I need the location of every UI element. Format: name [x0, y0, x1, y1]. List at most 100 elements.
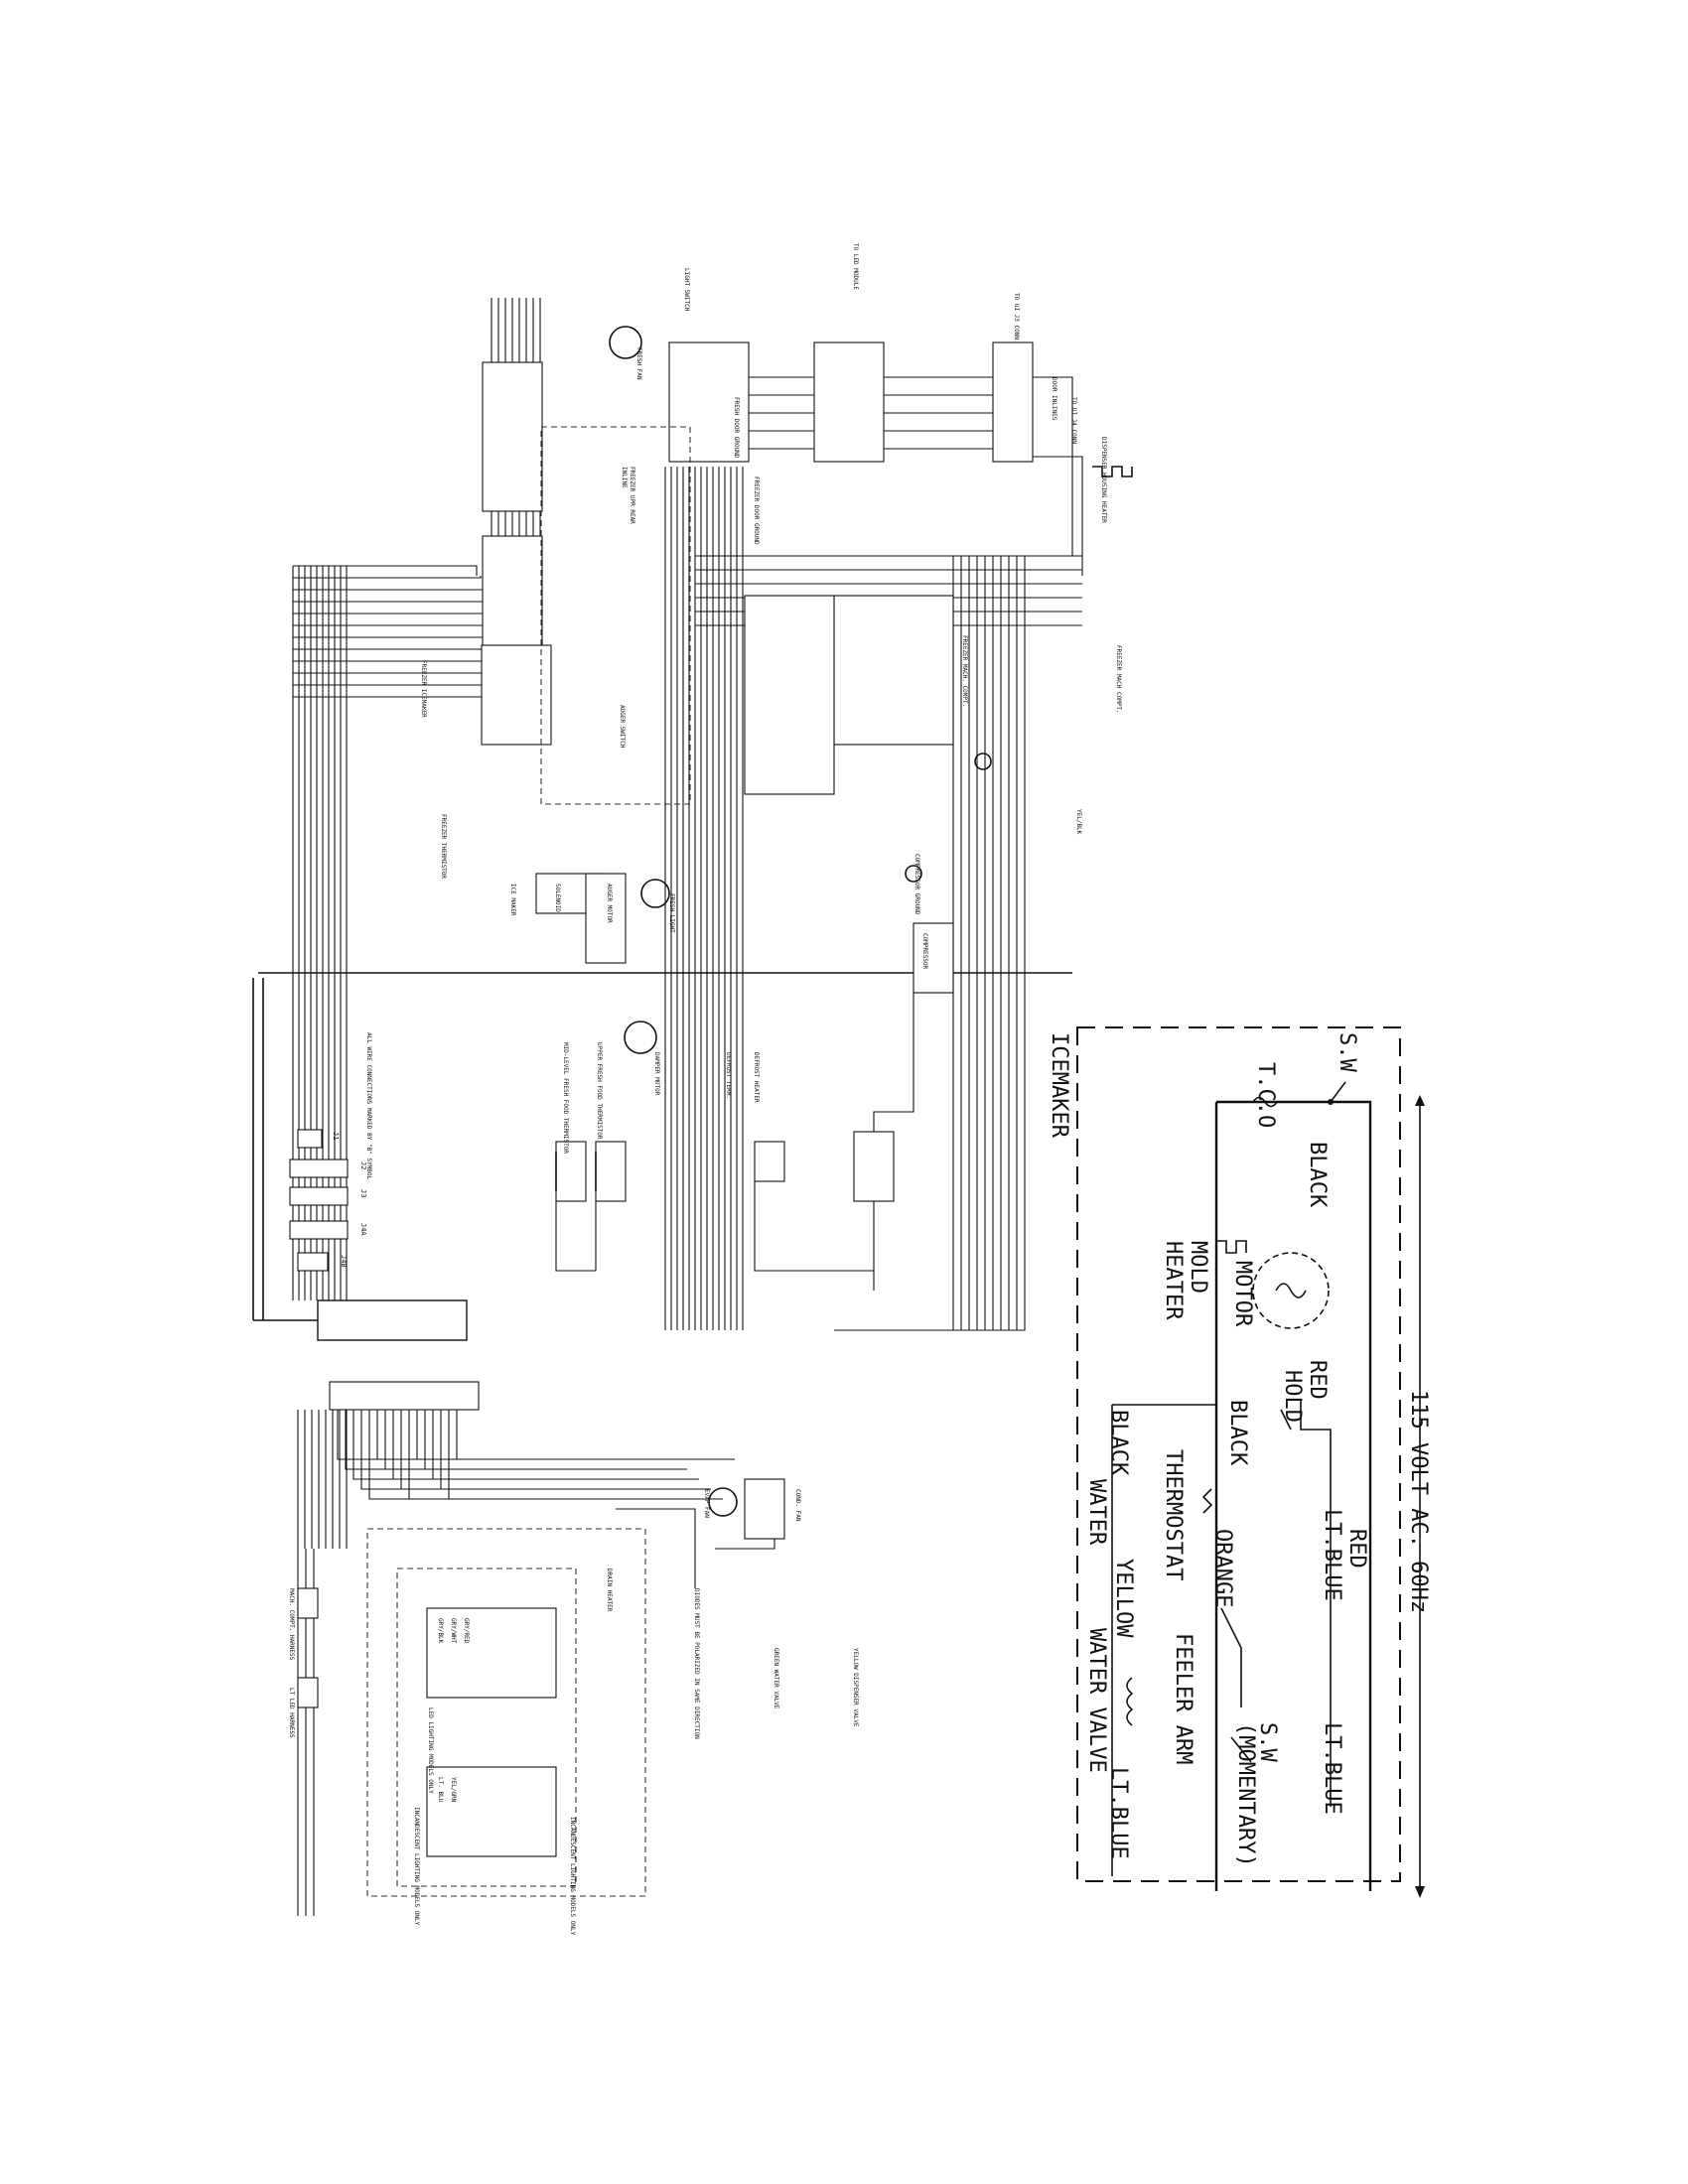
- thermistor-icon: [555, 1152, 597, 1191]
- switch-node: [1328, 1099, 1334, 1105]
- incandescent-label: INCANDESCENT LIGHTING MODELS ONLY: [413, 1807, 420, 1926]
- mach-compt-harness-block: [297, 1587, 319, 1619]
- thermistor-block-b: [595, 1141, 627, 1202]
- lt-blue-wire: [1300, 1400, 1332, 1703]
- j1-block: [297, 1129, 323, 1149]
- compressor-ground-label: COMPRESSOR GROUND: [914, 854, 920, 915]
- main-harness: [252, 298, 1133, 1916]
- yellow-valve-label: YELLOW DISPENSER VALVE: [852, 1648, 859, 1727]
- harness-wire: [376, 1410, 616, 1460]
- lt-blue-label-2: LT.BLUE: [1106, 1767, 1131, 1859]
- fresh-fan-motor-icon: [609, 326, 642, 359]
- mold-label: MOLD: [1186, 1241, 1210, 1294]
- auger-motor-label: AUGER MOTOR: [606, 884, 613, 923]
- auger-switch-label: AUGER SWITCH: [619, 705, 626, 749]
- lt-blu-label: LT. BLU: [437, 1777, 444, 1803]
- fresh-dashed-group: [366, 1528, 646, 1897]
- freezer-thermistor-label: FREEZER THERMISTOR: [440, 814, 447, 879]
- red-label-2: RED: [1344, 1529, 1369, 1569]
- diodes-note: DIODES MUST BE POLARIZED IN SAME DIRECTI…: [693, 1588, 700, 1739]
- drain-heater-label: DRAIN HEATER: [606, 1569, 613, 1612]
- rail-top: [1216, 1100, 1372, 1891]
- harness-labels: FREEZER UPR REAR INLINE FREEZER ICEMAKER…: [288, 243, 1122, 1936]
- j1-label: J1: [332, 1132, 340, 1140]
- yel-blk-label: YEL/BLK: [1075, 809, 1082, 835]
- solenoid-label: SOLENOID: [554, 884, 561, 912]
- green-valve-label: GREEN WATER VALVE: [773, 1648, 779, 1709]
- door-inlines-label: DOOR INLINES: [1051, 377, 1057, 421]
- j4b-block: [297, 1252, 329, 1272]
- to-led-module-label: TO LED MODULE: [852, 243, 859, 290]
- harness-wire: [408, 1410, 663, 1500]
- thermostat-label: THERMOSTAT: [1161, 1449, 1186, 1580]
- inline-label: INLINE: [621, 467, 628, 488]
- water-valve-label: WATER VALVE: [1084, 1628, 1109, 1773]
- damper-motor-label: DAMPER MOTOR: [653, 1052, 660, 1096]
- lt-blue-label-1: LT.BLUE: [1320, 1509, 1344, 1601]
- cond-fan-label: COND. FAN: [794, 1489, 801, 1522]
- harness-wire: [906, 556, 1026, 1331]
- compressor-box: [913, 922, 954, 994]
- harness-wire: [440, 1410, 711, 1490]
- harness-wire: [416, 1410, 675, 1460]
- damper-motor-icon: [624, 1021, 657, 1054]
- lt-blue-label-3: LT.BLUE: [1320, 1722, 1344, 1815]
- tco-label: T.C.O: [1253, 1062, 1278, 1128]
- cond-fan-box: [744, 1478, 785, 1540]
- thermostat-icon: [1201, 1488, 1213, 1514]
- incandescent-lighting-box: [426, 1766, 557, 1857]
- icemaker-schematic: 115 VOLT AC. 60Hz T.C.O S.W MOTOR BLACK …: [1047, 1026, 1431, 1898]
- lighting-dashed-group: [396, 1568, 577, 1887]
- auger-motor-box: [585, 873, 627, 964]
- sw-top-label: S.W: [1335, 1032, 1359, 1072]
- water-label: WATER: [1084, 1479, 1109, 1546]
- orange-label: ORANGE: [1210, 1529, 1235, 1607]
- fresh-light-label: FRESH LIGHT: [668, 893, 675, 933]
- yellow-label: YELLOW: [1111, 1559, 1136, 1638]
- evap-fan-icon: [708, 1487, 738, 1517]
- connector-blocks: J1 J2 J3 J4A J4B: [289, 341, 1034, 1857]
- freezer-mach-compt-2-label: FREEZER MACH COMPT.: [1115, 645, 1122, 714]
- compressor-label: COMPRESSOR: [921, 933, 928, 970]
- harness-wire: [400, 1410, 651, 1490]
- black-label-3: BLACK: [1106, 1410, 1131, 1476]
- dispenser-heater-icon: [1092, 466, 1133, 478]
- defrost-heater-label: DEFROST HEATER: [753, 1052, 760, 1103]
- harness-wire: [293, 576, 497, 626]
- harness-wire: [555, 1201, 596, 1272]
- j3-label: J3: [359, 1189, 367, 1197]
- sw-mom-label-1: S.W: [1255, 1722, 1280, 1762]
- hold-switch-icon: [1280, 1409, 1292, 1431]
- j4a-label: J4A: [359, 1223, 367, 1236]
- freezer-icemaker-label: FREEZER ICEMAKER: [420, 660, 427, 718]
- dispenser-heater-label: DISPENSER HOUSING HEATER: [1100, 437, 1107, 523]
- feeler-arm-wire: [1220, 1607, 1242, 1707]
- harness-wire: [424, 1410, 687, 1470]
- supply-arrow-top-icon: [1415, 1095, 1425, 1106]
- evap-fan-label: EVAP FAN: [703, 1489, 710, 1518]
- freezer-mach-inline: [833, 595, 954, 746]
- motor-label: MOTOR: [1230, 1261, 1255, 1327]
- gry-blk-label: GRY/BLK: [437, 1618, 444, 1644]
- door-inline-block-c: [992, 341, 1034, 463]
- black-label-2: BLACK: [1225, 1400, 1250, 1466]
- ground-icon: [974, 752, 992, 770]
- momentary-switch-icon: [1230, 1736, 1252, 1763]
- j4a-block: [289, 1220, 349, 1240]
- freezer-mach-compt-block: [744, 595, 835, 795]
- light-switch-label: LIGHT SWITCH: [683, 268, 690, 312]
- feeler-arm-label: FEELER ARM: [1171, 1633, 1196, 1764]
- harness-wire: [1033, 456, 1083, 576]
- motor-coil-icon: [1275, 1283, 1307, 1298]
- j2-block: [289, 1159, 349, 1178]
- harness-wire: [293, 576, 505, 650]
- fresh-light-bulb-icon: [640, 879, 670, 908]
- harness-wire: [293, 576, 509, 662]
- door-inline-block-b: [813, 341, 885, 463]
- harness-wire: [616, 1508, 696, 1588]
- harness-wire: [293, 576, 482, 579]
- board-header-lower: [329, 1381, 480, 1411]
- lt-led-harness-label: LT LED HARNESS: [288, 1688, 295, 1738]
- harness-wire: [448, 1410, 723, 1500]
- mold-heater-icon: [1216, 1240, 1247, 1254]
